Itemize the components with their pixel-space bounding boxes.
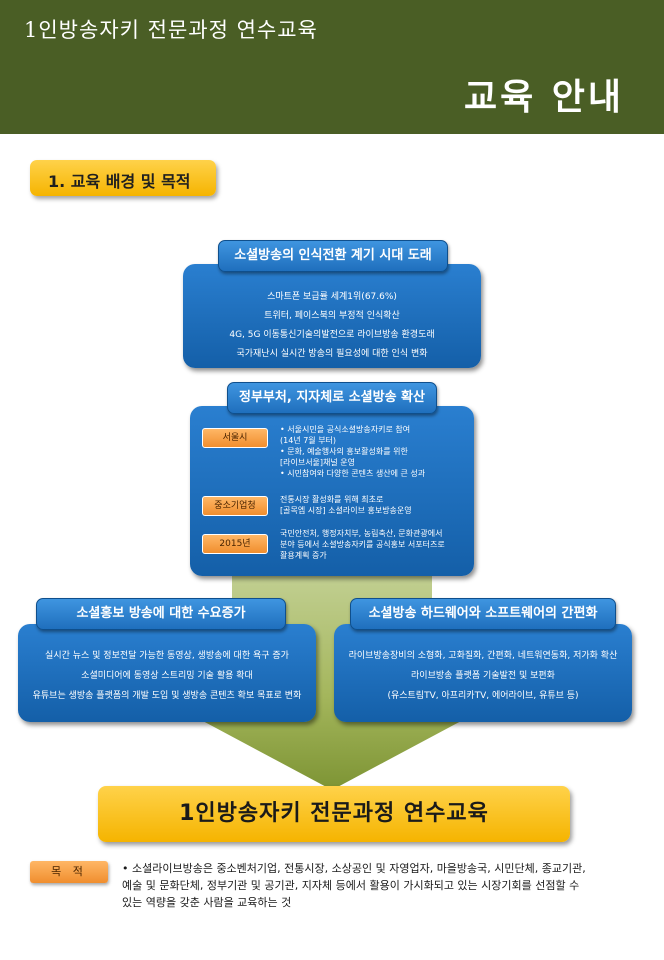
box4-line: 라이브방송 플랫폼 기술발전 및 보편화 [411,671,555,681]
box4-line: 라이브방송장비의 소형화, 고화질화, 간편화, 네트워연동화, 저가화 확산 [348,651,618,661]
row-text-sme: 전통시장 활성화를 위해 최초로 [골목엡 시장] 소셜라이브 홍보방송운영 [280,494,470,516]
row-label-2015: 2015년 [202,534,268,554]
box3-line: 소셜미디어에 동영상 스트리밍 기술 활용 확대 [81,671,253,681]
final-program-title: 1인방송자키 전문과정 연수교육 [98,786,570,842]
box1-line: 트위터, 페이스북의 부정적 인식확산 [264,311,400,321]
row-line: (14년 7월 부터) [280,436,337,445]
header-subtitle: 1인방송자키 전문과정 연수교육 [24,18,318,42]
box1-line: 4G, 5G 이동통신기술의발전으로 라이브방송 환경도래 [229,330,435,340]
purpose-text: • 소셜라이브방송은 중소벤처기업, 전통시장, 소상공인 및 자영업자, 마을… [122,862,586,909]
row-label-sme: 중소기업청 [202,496,268,516]
row-line: • 문화, 예술행사의 홍보활성화를 위한 [280,447,408,456]
row-line: • 시민참여와 다양한 콘텐츠 생산에 큰 성과 [280,469,426,478]
row-line: • 서울시민을 공식소셜방송자키로 참여 [280,425,411,434]
row-line: 전통시장 활성화를 위해 최초로 [280,495,384,504]
box4-title: 소셜방송 하드웨어와 소프트웨어의 간편화 [350,598,616,630]
row-line: 국민안전처, 행정자치부, 농림축산, 문화관광에서 [280,529,443,538]
row-line: 분야 등에서 소셜방송자키를 공식홍보 서포터즈로 [280,540,445,549]
header-banner: 1인방송자키 전문과정 연수교육 교육 안내 [0,0,664,134]
box3-line: 실시간 뉴스 및 정보전달 가능한 동영상, 생방송에 대한 욕구 증가 [45,651,289,661]
purpose-label: 목 적 [30,861,108,883]
background-box-2: 서울시 • 서울시민을 공식소셜방송자키로 참여 (14년 7월 부터) • 문… [190,406,474,576]
row-line: [골목엡 시장] 소셜라이브 홍보방송운영 [280,506,412,515]
box1-line: 스마트폰 보급률 세계1위(67.6%) [267,292,397,302]
box3-title: 소셜홍보 방송에 대한 수요증가 [36,598,286,630]
row-text-seoul: • 서울시민을 공식소셜방송자키로 참여 (14년 7월 부터) • 문화, 예… [280,424,470,479]
row-line: [라이브서울]채널 운영 [280,458,356,467]
section-label: 1. 교육 배경 및 목적 [30,160,216,196]
background-box-3: 실시간 뉴스 및 정보전달 가능한 동영상, 생방송에 대한 욕구 증가 소셜미… [18,624,316,722]
background-box-1: 스마트폰 보급률 세계1위(67.6%) 트위터, 페이스북의 부정적 인식확산… [183,264,481,368]
row-label-seoul: 서울시 [202,428,268,448]
row-text-2015: 국민안전처, 행정자치부, 농림축산, 문화관광에서 분야 등에서 소셜방송자키… [280,528,470,561]
page-title: 교육 안내 [463,77,624,118]
box1-line: 국가재난시 실시간 방송의 필요성에 대한 인식 변화 [236,349,428,359]
background-box-4: 라이브방송장비의 소형화, 고화질화, 간편화, 네트워연동화, 저가화 확산 … [334,624,632,722]
box3-line: 유튜브는 생방송 플랫폼의 개발 도입 및 생방송 콘텐츠 확보 목표로 변화 [32,691,302,701]
box2-title: 정부부처, 지자체로 소셜방송 확산 [227,382,437,414]
box1-title: 소셜방송의 인식전환 계기 시대 도래 [218,240,448,272]
box4-line: (유스트림TV, 아프리카TV, 에어라이브, 유튜브 등) [387,691,579,701]
row-line: 활용계획 증가 [280,551,327,560]
